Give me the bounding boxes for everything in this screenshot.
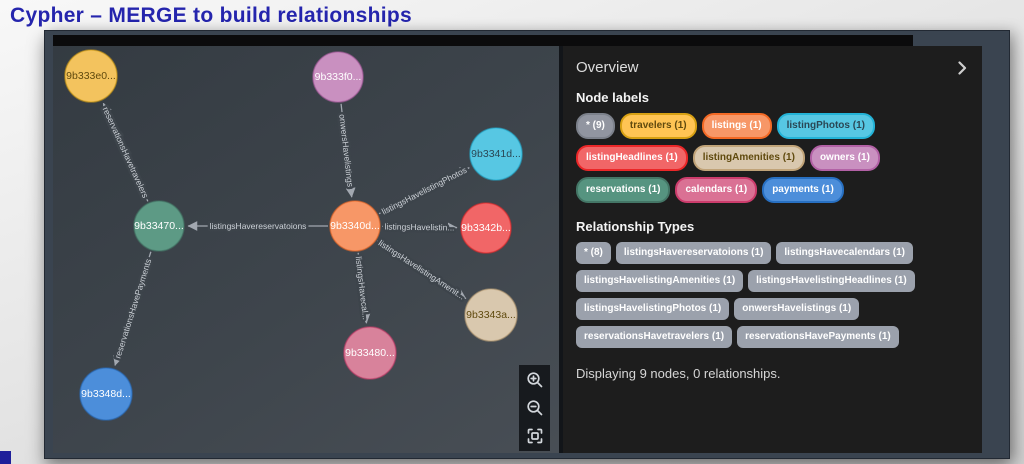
graph-node-caption: 9b33480...: [345, 347, 395, 359]
panel-divider: [559, 46, 563, 453]
graph-edge[interactable]: listingsHavelistin...: [382, 219, 458, 235]
relationship-type-chip[interactable]: listingsHavelistingAmenities (1): [576, 270, 744, 292]
node-label-pill[interactable]: owners (1): [809, 145, 880, 171]
graph-edge[interactable]: reservationsHavePayments: [110, 251, 156, 366]
neo4j-browser-window: reservationsHavetravelers listingsHaveres…: [44, 30, 1010, 459]
node-label-pill[interactable]: reservations (1): [576, 177, 671, 203]
relationship-types-heading: Relationship Types: [576, 219, 695, 234]
zoom-fit-icon[interactable]: [522, 424, 547, 448]
graph-edge[interactable]: reservationsHavetravelers: [98, 103, 153, 202]
graph-node-listingAmenities[interactable]: 9b3343a...: [464, 288, 518, 342]
overview-panel: Overview Node labels * (9)travelers (1)l…: [563, 46, 982, 453]
zoom-out-icon[interactable]: [522, 396, 547, 420]
node-label-pill[interactable]: payments (1): [762, 177, 844, 203]
relationship-type-chip[interactable]: listingsHavelistingPhotos (1): [576, 298, 730, 320]
node-label-pills: * (9)travelers (1)listings (1)listingPho…: [576, 113, 969, 203]
node-labels-heading: Node labels: [576, 90, 649, 105]
page-title: Cypher – MERGE to build relationships: [10, 4, 412, 27]
graph-zoom-controls: [519, 365, 550, 451]
node-label-pill[interactable]: * (9): [576, 113, 615, 139]
node-label-pill[interactable]: travelers (1): [619, 113, 697, 139]
graph-edge[interactable]: listingsHavereservatoions: [187, 219, 328, 234]
relationship-type-chip[interactable]: onwersHavelistings (1): [734, 298, 860, 320]
edge-label: listingsHavelistingPhotos: [380, 165, 468, 217]
edge-label: reservationsHavePayments: [113, 258, 154, 360]
graph-visualization-panel: reservationsHavetravelers listingsHaveres…: [53, 46, 559, 453]
relationship-type-chips: * (8)listingsHavereservatoions (1)listin…: [576, 242, 969, 348]
graph-node-caption: 9b3341d...: [471, 148, 521, 160]
relationship-type-chip[interactable]: listingsHavereservatoions (1): [615, 242, 772, 264]
node-label-pill[interactable]: listingAmenities (1): [692, 145, 805, 171]
graph-edge[interactable]: onwersHavelistings: [335, 103, 358, 198]
edge-label: onwersHavelistings: [337, 114, 355, 188]
relationship-type-chip[interactable]: listingsHavelistingHeadlines (1): [748, 270, 915, 292]
window-top-bar-corner: [913, 35, 982, 46]
relationship-type-chip[interactable]: listingsHavecalendars (1): [776, 242, 914, 264]
chevron-right-icon[interactable]: [958, 60, 969, 75]
graph-edge[interactable]: listingsHavelistingAmenit...: [374, 235, 469, 304]
graph-edge[interactable]: listingsHavelistingPhotos: [378, 162, 471, 219]
window-top-bar: [53, 35, 913, 46]
graph-node-reservations[interactable]: 9b33470...: [133, 200, 185, 252]
edge-label: listingsHavecal...: [354, 256, 371, 321]
graph-status-text: Displaying 9 nodes, 0 relationships.: [576, 366, 781, 381]
graph-node-listings[interactable]: 9b3340d...: [329, 200, 381, 252]
node-label-pill[interactable]: listingHeadlines (1): [576, 145, 688, 171]
overview-header: Overview: [576, 59, 639, 76]
graph-node-caption: 9b3343a...: [466, 309, 516, 321]
relationship-type-chip[interactable]: reservationsHavePayments (1): [737, 326, 899, 348]
edge-label: reservationsHavetravelers: [101, 105, 151, 199]
relationship-type-chip[interactable]: reservationsHavetravelers (1): [576, 326, 733, 348]
graph-node-caption: 9b3342b...: [461, 222, 511, 234]
graph-node-payments[interactable]: 9b3348d...: [79, 367, 133, 421]
graph-svg: reservationsHavetravelers listingsHaveres…: [64, 49, 523, 421]
graph-node-caption: 9b3348d...: [81, 388, 131, 400]
node-label-pill[interactable]: listings (1): [701, 113, 772, 139]
edge-label: listingsHavelistin...: [384, 221, 454, 232]
relationship-type-chip[interactable]: * (8): [576, 242, 611, 264]
graph-node-caption: 9b333e0...: [66, 70, 116, 82]
graph-node-caption: 9b33470...: [134, 220, 184, 232]
graph-node-listingHeadlines[interactable]: 9b3342b...: [460, 202, 512, 254]
edge-label: listingsHavelistingAmenit...: [377, 238, 467, 302]
node-label-pill[interactable]: listingPhotos (1): [776, 113, 875, 139]
slide-corner-decoration: [0, 451, 11, 464]
zoom-in-icon[interactable]: [522, 368, 547, 392]
graph-node-caption: 9b333f0...: [315, 71, 362, 83]
graph-node-calendars[interactable]: 9b33480...: [343, 326, 397, 380]
edge-label: listingsHavereservatoions: [210, 221, 307, 231]
graph-node-caption: 9b3340d...: [330, 220, 380, 232]
graph-node-owners[interactable]: 9b333f0...: [312, 51, 364, 103]
graph-node-listingPhotos[interactable]: 9b3341d...: [469, 127, 523, 181]
node-label-pill[interactable]: calendars (1): [675, 177, 758, 203]
graph-edge[interactable]: listingsHavecal...: [351, 252, 374, 324]
graph-node-travelers[interactable]: 9b333e0...: [64, 49, 118, 103]
